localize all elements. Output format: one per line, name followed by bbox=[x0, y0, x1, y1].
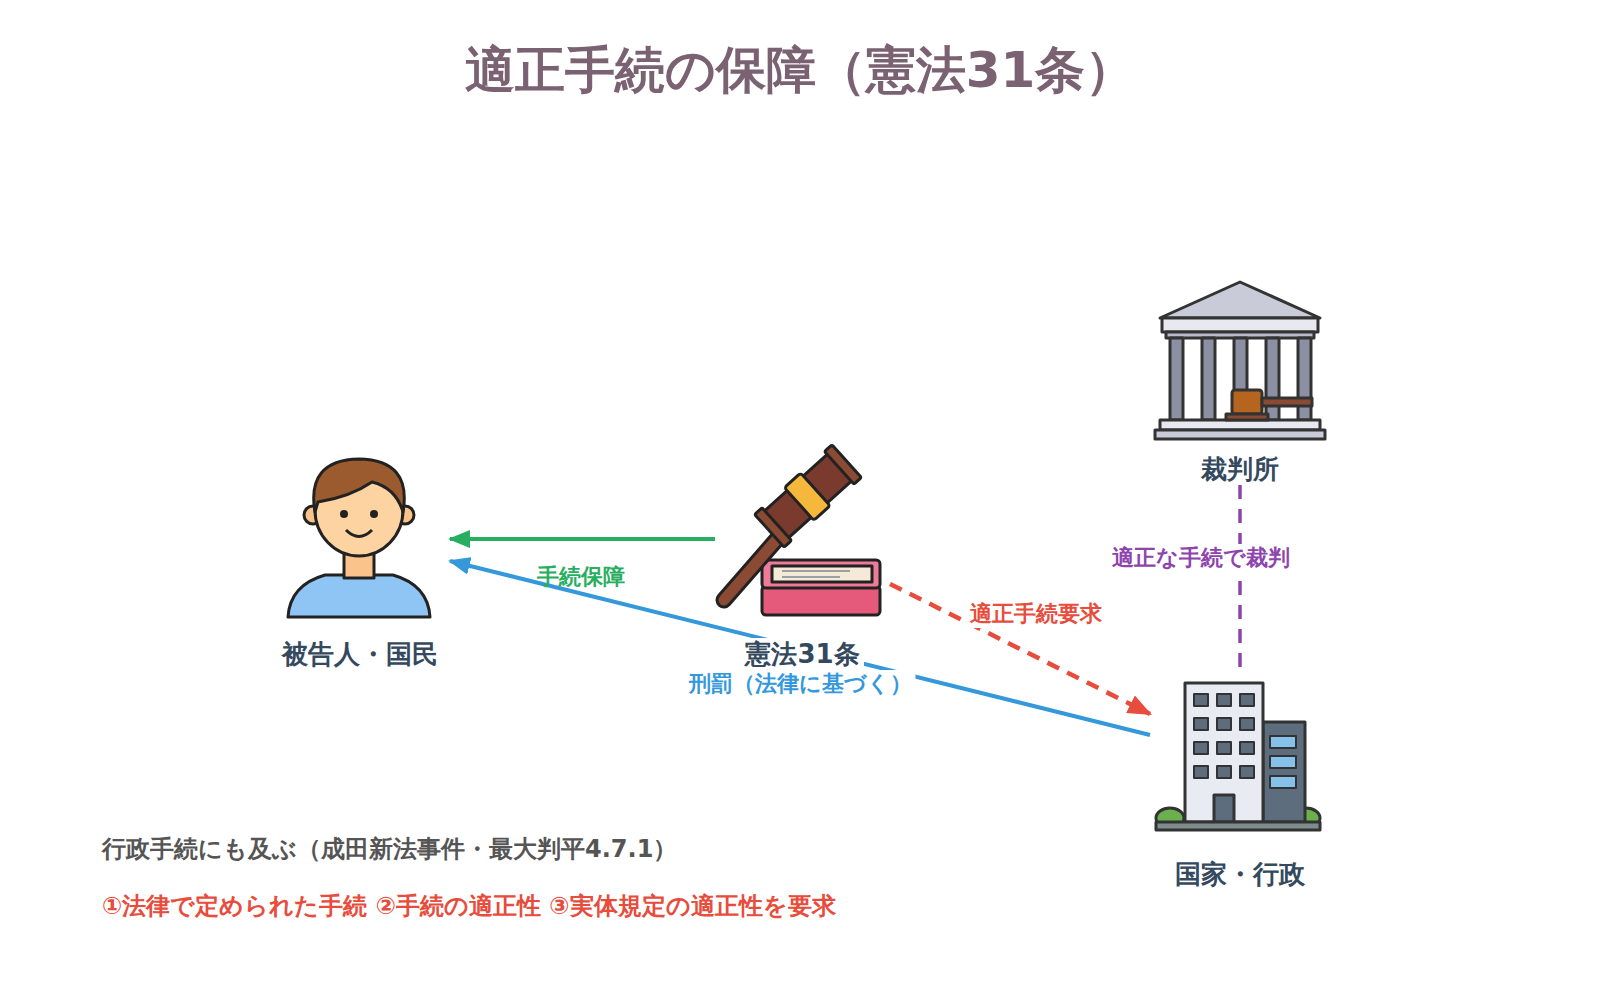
node-label: 裁判所 bbox=[1197, 453, 1283, 485]
node-label: 憲法31条 bbox=[741, 638, 863, 670]
node-label: 被告人・国民 bbox=[278, 638, 442, 670]
note-text: 行政手続にも及ぶ（成田新法事件・最大判平4.7.1） bbox=[102, 834, 677, 864]
court-icon bbox=[1155, 282, 1325, 439]
icon-node: 憲法31条 bbox=[715, 460, 890, 670]
connector-arrow bbox=[450, 561, 1150, 735]
note-text: ①法律で定められた手続 ②手続の適正性 ③実体規定の適正性を要求 bbox=[102, 891, 836, 921]
icon-node: 被告人・国民 bbox=[270, 455, 450, 670]
diagram-title: 適正手続の保障（憲法31条） bbox=[0, 38, 1600, 102]
gavel-book-icon bbox=[724, 445, 880, 615]
icon-node: 裁判所 bbox=[1150, 275, 1330, 485]
edge-label: 手続保障 bbox=[533, 563, 629, 591]
connector-arrow bbox=[890, 584, 1150, 714]
office-building-icon bbox=[1156, 683, 1320, 830]
person-icon bbox=[288, 459, 430, 617]
edge-label: 刑罰（法律に基づく） bbox=[685, 670, 916, 698]
edge-label: 適正な手続で裁判 bbox=[1108, 544, 1294, 572]
icon-node: 国家・行政 bbox=[1150, 675, 1330, 890]
connector-arrow bbox=[450, 537, 715, 541]
node-label: 国家・行政 bbox=[1171, 858, 1309, 890]
connector-arrow bbox=[1238, 485, 1242, 675]
edge-label: 適正手続要求 bbox=[966, 600, 1106, 628]
